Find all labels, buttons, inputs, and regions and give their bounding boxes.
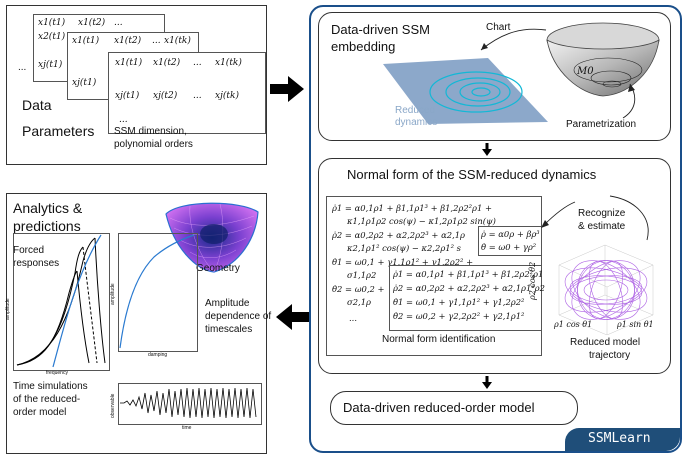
reduced-dynamics-label: Reduced [395,105,436,116]
equation-line: κ2,1ρ1² cos(ψ) − κ2,2ρ1² s [347,243,461,253]
forced-axis-x: frequency [46,370,68,376]
damping-axis-x: damping [148,352,168,358]
matrix-cell: ... [152,36,161,46]
analytics-title: predictions [13,218,81,234]
parametrization-label: Parametrization [566,119,637,130]
data-label: Data [22,97,52,113]
ssmlearn-frame [309,5,682,453]
matrix-cell: x1(t2) [153,58,181,68]
equation-line: ρ̇1 = α0,1ρ1 + β1,1ρ1³ + β1,2ρ2²ρ1 [393,269,544,279]
equation-line: θ̇ = ω0 + γρ² [481,242,537,252]
matrix-cell: x1(t1) [72,36,100,46]
normal-form-identification-label: Normal form identification [382,334,496,345]
amplitude-dependence-label: Amplitude [205,298,250,309]
normal-form-title: Normal form of the SSM-reduced dynamics [347,167,597,182]
geometry-graphic [165,202,259,273]
time-axis-x: time [182,425,192,431]
trajectory-axis-x: ρ1 cos θ1 [554,320,593,329]
amplitude-dependence-plot [118,233,198,352]
time-simulation-label: order model [13,407,67,418]
matrix-cell: ... [114,18,123,28]
matrix-cell: ... [193,58,202,68]
arrow-right-icon [270,76,304,102]
matrix-cell: xj(tk) [215,91,239,101]
equation-ellipsis: ... [349,313,357,323]
trajectory-plot [558,244,654,335]
trajectory-axis-z: ρ1 sin θ1 [617,320,654,329]
equation-box-front [389,265,542,331]
matrix-cell: x1(t2) [78,18,106,28]
arrow-down-icon [482,143,492,156]
parameters-label: Parameters [22,123,95,139]
chart-label: Chart [486,22,511,33]
analytics-title: Analytics & [13,200,83,216]
ssm-embedding-graphic [383,22,660,124]
forced-response-curves [16,234,106,368]
data-ellipsis: ... [18,62,27,73]
manifold-label: M0 [577,66,594,77]
rom-label: Data-driven reduced-order model [343,400,535,415]
observable-axis-y: observable [110,393,116,418]
matrix-cell: ... [119,115,128,125]
matrix-cell: ... [193,91,202,101]
equation-line: ρ̇2 = α0,2ρ2 + α2,2ρ2³ + α2,1ρ [332,230,465,240]
matrix-cell: x1(t1) [38,18,66,28]
chart-arrow [480,28,547,51]
equation-line: θ̇2 = ω0,2 + γ2,2ρ2² + γ2,1ρ1² [393,311,525,321]
recognize-label: & estimate [578,221,626,232]
matrix-cell: x1(t1) [115,58,143,68]
time-simulation-plot [118,383,262,425]
equation-line: ρ̇ = α0ρ + βρ³ [481,229,540,239]
arrow-left-icon [276,304,310,330]
equation-line: ρ̇2 = α0,2ρ2 + α2,2ρ2³ + α2,1ρ1²ρ2 [393,283,545,293]
equation-line: θ̇1 = ω0,1 + γ1,1ρ1² + γ1,2ρ2² + [332,257,474,267]
equation-line: ρ̇1 = α0,1ρ1 + β1,1ρ1³ + β1,2ρ2²ρ1 + [332,203,492,213]
matrix-cell: x1(tk) [164,36,191,46]
forced-label: responses [13,258,60,269]
matrix-cell: x1(t2) [114,36,142,46]
amplitude-dependence-label: dependence of [205,311,272,322]
reduced-dynamics-label: dynamics [395,117,438,128]
manifold-bowl [546,39,660,97]
forced-response-plot [13,233,110,371]
parameters-desc: SSM dimension, [114,126,187,137]
time-simulation-label: of the reduced- [13,394,81,405]
equation-line: θ̇2 = ω0,2 + [332,284,385,294]
time-simulation-label: Time simulations [13,381,88,392]
reduced-spiral [429,71,523,113]
forced-label: Forced [13,245,45,256]
trajectory-axis-y: ρ2 cos θ2 [528,261,537,300]
amplitude-dependence-curve [119,234,195,349]
matrix-cell: x2(t1) [38,32,66,42]
trajectory-label: trajectory [589,350,631,361]
trajectory-label: Reduced model [570,337,641,348]
recognize-label: Recognize [578,208,626,219]
equation-line: θ̇1 = ω0,1 + γ1,1ρ1² + γ1,2ρ2² [393,297,525,307]
equation-line: σ2,1ρ [347,297,371,307]
forced-axis-y: amplitude [5,298,11,320]
matrix-cell: xj(t1) [115,91,140,101]
geometry-label: Geometry [196,263,240,274]
ssmlearn-brand [565,428,680,451]
data-matrix-front: x1(t1) x1(t2) ... x1(tk) xj(t1) xj(t2) .… [108,52,266,134]
amplitude-dependence-label: timescales [205,324,253,335]
amplitude-axis-y: amplitude [110,283,116,305]
recognize-arrow-icon [541,195,649,241]
matrix-cell: xj(t2) [153,91,178,101]
matrix-cell: xj(t1) [38,60,63,70]
equation-box-side [478,226,542,256]
ssm-embedding-title: embedding [331,39,396,54]
ssm-embedding-title: Data-driven SSM [331,22,430,37]
ssmlearn-brand-label: SSMLearn [588,431,651,446]
rom-box [330,391,578,425]
equation-line: κ1,1ρ1ρ2 cos(ψ) − κ1,2ρ1ρ2 sin(ψ) [347,216,496,226]
matrix-cell: xj(t1) [72,78,97,88]
matrix-cell: x1(tk) [215,58,242,68]
arrow-down-icon [482,376,492,389]
time-simulation-signal [120,387,257,419]
parameters-desc: polynomial orders [114,139,193,150]
equation-line: σ1,1ρ2 [347,270,377,280]
